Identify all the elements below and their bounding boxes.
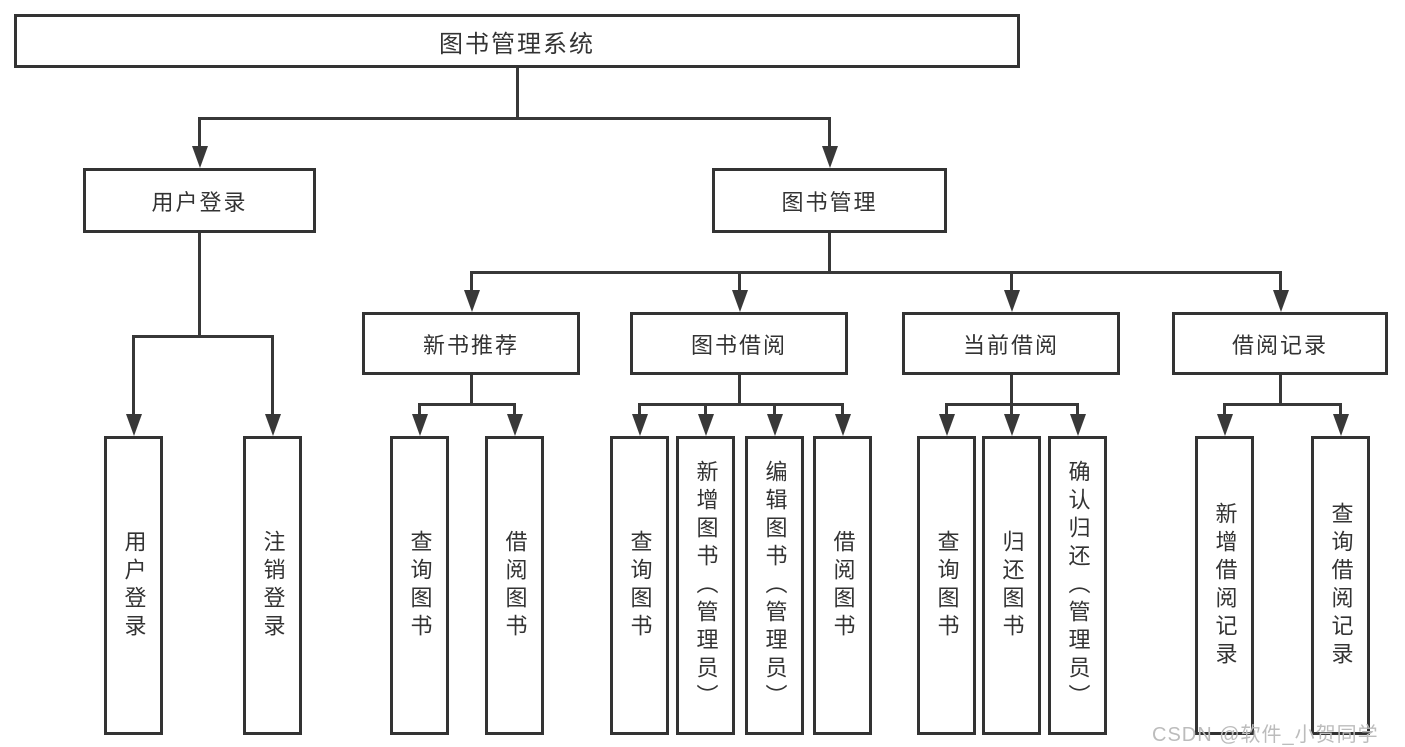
leaf-return-book: 归还图书 <box>982 436 1041 735</box>
leaf-label: 用户登录 <box>121 529 147 642</box>
leaf-query-borrow-record: 查询借阅记录 <box>1311 436 1370 735</box>
connector-line <box>1223 403 1226 415</box>
connector-line <box>773 403 776 415</box>
arrowhead-down-icon <box>632 414 648 436</box>
connector-line <box>132 335 273 338</box>
connector-line <box>418 403 421 415</box>
arrowhead-down-icon <box>1333 414 1349 436</box>
arrowhead-down-icon <box>1273 290 1289 312</box>
arrowhead-down-icon <box>464 290 480 312</box>
csdn-watermark: CSDN @软件_小贺同学 <box>1152 724 1379 746</box>
leaf-edit-book-admin: 编辑图书（管理员） <box>745 436 804 735</box>
connector-line <box>704 403 707 415</box>
leaf-label: 查询借阅记录 <box>1328 501 1354 670</box>
connector-line <box>132 335 135 415</box>
connector-line <box>470 271 473 292</box>
connector-line <box>1010 271 1013 292</box>
leaf-confirm-return-admin: 确认归还（管理员） <box>1048 436 1107 735</box>
leaf-logout: 注销登录 <box>243 436 302 735</box>
connector-line <box>513 403 516 415</box>
connector-line <box>1279 375 1282 403</box>
connector-line <box>738 375 741 403</box>
arrowhead-down-icon <box>698 414 714 436</box>
node-library-system: 图书管理系统 <box>14 14 1020 68</box>
leaf-borrow-book-2: 借阅图书 <box>813 436 872 735</box>
connector-line <box>198 117 831 120</box>
connector-line <box>1076 403 1079 415</box>
connector-line <box>271 335 274 415</box>
arrowhead-down-icon <box>192 146 208 168</box>
leaf-label: 归还图书 <box>999 529 1025 642</box>
leaf-query-book-3: 查询图书 <box>917 436 976 735</box>
leaf-add-book-admin: 新增图书（管理员） <box>676 436 735 735</box>
leaf-label: 借阅图书 <box>502 529 528 642</box>
leaf-label: 新增图书（管理员） <box>693 459 719 712</box>
arrowhead-down-icon <box>1004 290 1020 312</box>
leaf-user-login: 用户登录 <box>104 436 163 735</box>
connector-line <box>470 271 1281 274</box>
connector-line <box>516 68 519 117</box>
leaf-label: 新增借阅记录 <box>1212 501 1238 670</box>
leaf-borrow-book-1: 借阅图书 <box>485 436 544 735</box>
connector-line <box>1223 403 1341 406</box>
connector-line <box>738 271 741 292</box>
connector-line <box>418 403 515 406</box>
node-book-borrow: 图书借阅 <box>630 312 848 375</box>
leaf-label: 查询图书 <box>407 529 433 642</box>
connector-line <box>1279 271 1282 292</box>
node-new-book-recommend: 新书推荐 <box>362 312 580 375</box>
leaf-label: 借阅图书 <box>830 529 856 642</box>
connector-line <box>841 403 844 415</box>
connector-line <box>828 117 831 148</box>
connector-line <box>638 403 641 415</box>
arrowhead-down-icon <box>939 414 955 436</box>
leaf-label: 注销登录 <box>260 529 286 642</box>
arrowhead-down-icon <box>732 290 748 312</box>
arrowhead-down-icon <box>265 414 281 436</box>
connector-line <box>1339 403 1342 415</box>
connector-line <box>1010 403 1013 415</box>
arrowhead-down-icon <box>126 414 142 436</box>
node-current-borrow: 当前借阅 <box>902 312 1120 375</box>
node-book-management: 图书管理 <box>712 168 947 233</box>
arrowhead-down-icon <box>507 414 523 436</box>
leaf-query-book-1: 查询图书 <box>390 436 449 735</box>
node-user-login-group: 用户登录 <box>83 168 316 233</box>
leaf-label: 编辑图书（管理员） <box>762 459 788 712</box>
connector-line <box>198 117 201 148</box>
leaf-label: 查询图书 <box>627 529 653 642</box>
leaf-label: 确认归还（管理员） <box>1065 459 1091 712</box>
connector-line <box>470 375 473 403</box>
node-borrow-records: 借阅记录 <box>1172 312 1388 375</box>
leaf-label: 查询图书 <box>934 529 960 642</box>
leaf-add-borrow-record: 新增借阅记录 <box>1195 436 1254 735</box>
arrowhead-down-icon <box>1217 414 1233 436</box>
arrowhead-down-icon <box>412 414 428 436</box>
arrowhead-down-icon <box>1004 414 1020 436</box>
arrowhead-down-icon <box>835 414 851 436</box>
arrowhead-down-icon <box>1070 414 1086 436</box>
connector-line <box>828 233 831 273</box>
arrowhead-down-icon <box>767 414 783 436</box>
arrowhead-down-icon <box>822 146 838 168</box>
connector-line <box>198 233 201 335</box>
leaf-query-book-2: 查询图书 <box>610 436 669 735</box>
connector-line <box>1010 375 1013 403</box>
connector-line <box>638 403 843 406</box>
connector-line <box>945 403 948 415</box>
